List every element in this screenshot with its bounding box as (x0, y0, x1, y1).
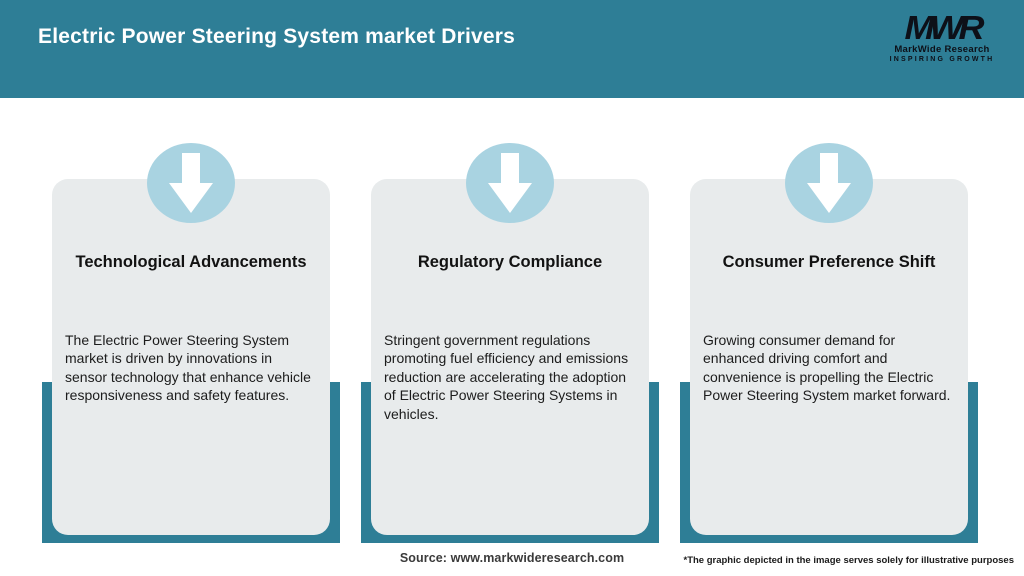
header-bar: Electric Power Steering System market Dr… (0, 0, 1024, 98)
card-description: Stringent government regulations promoti… (384, 331, 629, 422)
logo-monogram: MWR (904, 8, 985, 47)
source-text: Source: www.markwideresearch.com (399, 551, 625, 565)
arrow-down-icon (147, 143, 235, 223)
arrow-down-icon (466, 143, 554, 223)
disclaimer-text: *The graphic depicted in the image serve… (683, 555, 1015, 566)
card-title: Consumer Preference Shift (722, 253, 936, 271)
card-title: Technological Advancements (75, 253, 307, 271)
card-description: Growing consumer demand for enhanced dri… (703, 331, 951, 404)
card-body: Consumer Preference Shift Growing consum… (690, 179, 968, 535)
arrow-down-icon (785, 143, 873, 223)
card-body: Technological Advancements The Electric … (52, 179, 330, 535)
card-title: Regulatory Compliance (417, 253, 603, 271)
driver-card-regulatory-compliance: Regulatory Compliance Stringent governme… (361, 140, 659, 543)
logo-name: MarkWide Research (894, 44, 990, 55)
card-body: Regulatory Compliance Stringent governme… (371, 179, 649, 535)
driver-card-consumer-preference-shift: Consumer Preference Shift Growing consum… (680, 140, 978, 543)
page-title: Electric Power Steering System market Dr… (38, 25, 516, 48)
brand-logo: MWR MarkWide Research INSPIRING GROWTH (882, 10, 1002, 63)
logo-tagline: INSPIRING GROWTH (889, 56, 995, 63)
card-description: The Electric Power Steering System marke… (65, 331, 311, 404)
driver-card-technological-advancements: Technological Advancements The Electric … (42, 140, 340, 543)
